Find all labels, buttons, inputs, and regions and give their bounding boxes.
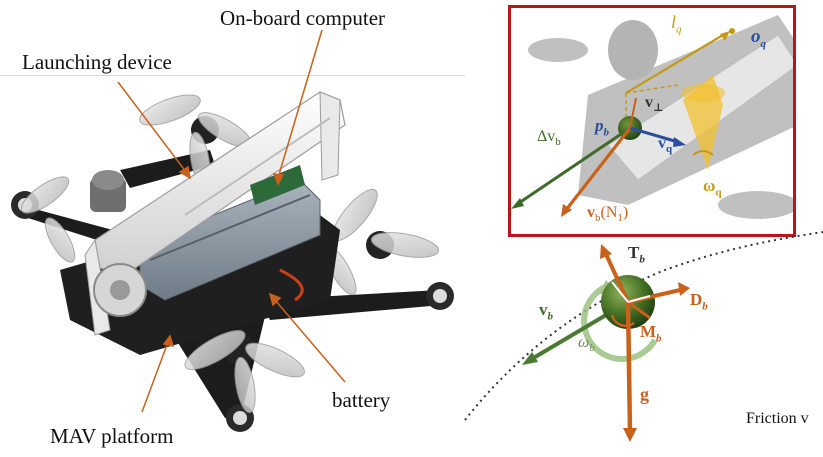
symbol-l-q: lq — [671, 12, 682, 36]
label-launching-device: Launching device — [22, 50, 172, 74]
label-onboard-computer: On-board computer — [220, 6, 386, 30]
top-rule — [0, 75, 465, 76]
symbol-omega-q: ωq — [703, 176, 722, 199]
symbol-v-b-n1: vb(N1) — [587, 204, 629, 225]
symbol-delta-v-b: Δvb — [537, 128, 561, 149]
drone-body — [60, 91, 346, 355]
label-friction: Friction v — [746, 410, 809, 427]
symbol-D-b: Db — [690, 290, 708, 313]
label-battery: battery — [332, 388, 391, 412]
symbol-v-q: vq — [658, 135, 673, 156]
symbol-g: g — [640, 384, 649, 404]
symbol-p-b: pb — [595, 116, 609, 139]
symbol-omega-b: ωb — [578, 334, 595, 355]
symbol-T-b: Tb — [628, 243, 645, 266]
symbol-v-perp: v⊥ — [645, 94, 664, 115]
callout-leaders — [117, 29, 346, 413]
inset-frame: lq oq v⊥ pb Δvb vq ωq vb(N1) — [508, 5, 796, 237]
trajectory-curve — [464, 231, 823, 421]
symbol-v-b: vb — [539, 300, 553, 323]
symbol-M-b: Mb — [640, 322, 662, 345]
label-mav-platform: MAV platform — [50, 424, 174, 448]
symbol-o-q: oq — [751, 26, 766, 50]
inset-drawing — [511, 15, 793, 219]
